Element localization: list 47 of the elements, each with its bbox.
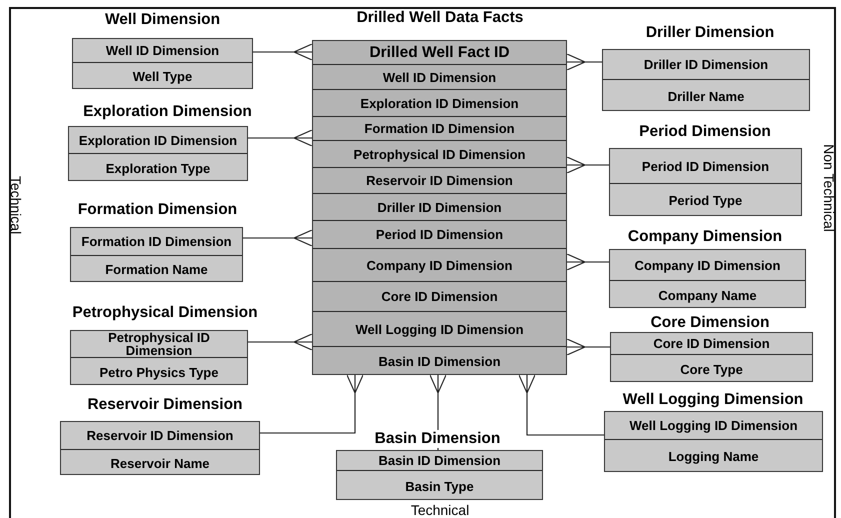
attribute-field: Well Logging ID Dimension bbox=[313, 312, 566, 347]
attribute-field: Basin ID Dimension bbox=[313, 347, 566, 376]
attribute-field: Company ID Dimension bbox=[313, 249, 566, 282]
relationship-line bbox=[253, 43, 313, 61]
relationship-line bbox=[566, 156, 609, 174]
attribute-field: Driller Name bbox=[603, 80, 809, 112]
relationship-line bbox=[566, 253, 609, 271]
attribute-field: Core ID Dimension bbox=[313, 282, 566, 312]
relationship-line bbox=[260, 374, 364, 434]
attribute-field: Well ID Dimension bbox=[313, 65, 566, 90]
attribute-field: Company Name bbox=[610, 281, 805, 309]
attribute-field: Well Type bbox=[73, 63, 252, 90]
attribute-field: Exploration ID Dimension bbox=[313, 90, 566, 117]
key-field: Period ID Dimension bbox=[610, 149, 801, 184]
attribute-field: Formation ID Dimension bbox=[313, 117, 566, 141]
side-label: Technical bbox=[410, 502, 470, 518]
side-label: Technical bbox=[8, 176, 24, 234]
relationship-line bbox=[248, 333, 313, 351]
attribute-field: Reservoir ID Dimension bbox=[313, 168, 566, 194]
key-field: Basin ID Dimension bbox=[337, 451, 542, 471]
relationship-line bbox=[566, 53, 602, 71]
key-field: Well Logging ID Dimension bbox=[605, 412, 822, 440]
attribute-field: Core Type bbox=[611, 355, 812, 383]
key-field: Core ID Dimension bbox=[611, 333, 812, 355]
key-field: Exploration ID Dimension bbox=[69, 127, 247, 154]
attribute-field: Logging Name bbox=[605, 440, 822, 473]
attribute-field: Petro Physics Type bbox=[71, 358, 247, 386]
relationship-line bbox=[248, 129, 313, 147]
attribute-field: Driller ID Dimension bbox=[313, 194, 566, 221]
key-field: Formation ID Dimension bbox=[71, 228, 242, 256]
attribute-field: Period ID Dimension bbox=[313, 221, 566, 249]
attribute-field: Petrophysical ID Dimension bbox=[313, 141, 566, 168]
key-field: Drilled Well Fact ID bbox=[313, 41, 566, 65]
key-field: Petrophysical ID Dimension bbox=[71, 331, 247, 358]
key-field: Company ID Dimension bbox=[610, 250, 805, 281]
attribute-field: Exploration Type bbox=[69, 154, 247, 182]
side-label: Non Technical bbox=[821, 144, 837, 232]
key-field: Driller ID Dimension bbox=[603, 50, 809, 80]
attribute-field: Basin Type bbox=[337, 471, 542, 501]
key-field: Reservoir ID Dimension bbox=[61, 422, 259, 450]
relationship-line bbox=[566, 338, 610, 356]
relationship-line bbox=[243, 229, 313, 247]
relationship-line bbox=[518, 374, 604, 436]
attribute-field: Reservoir Name bbox=[61, 450, 259, 476]
attribute-field: Formation Name bbox=[71, 256, 242, 283]
key-field: Well ID Dimension bbox=[73, 39, 252, 63]
attribute-field: Period Type bbox=[610, 184, 801, 217]
